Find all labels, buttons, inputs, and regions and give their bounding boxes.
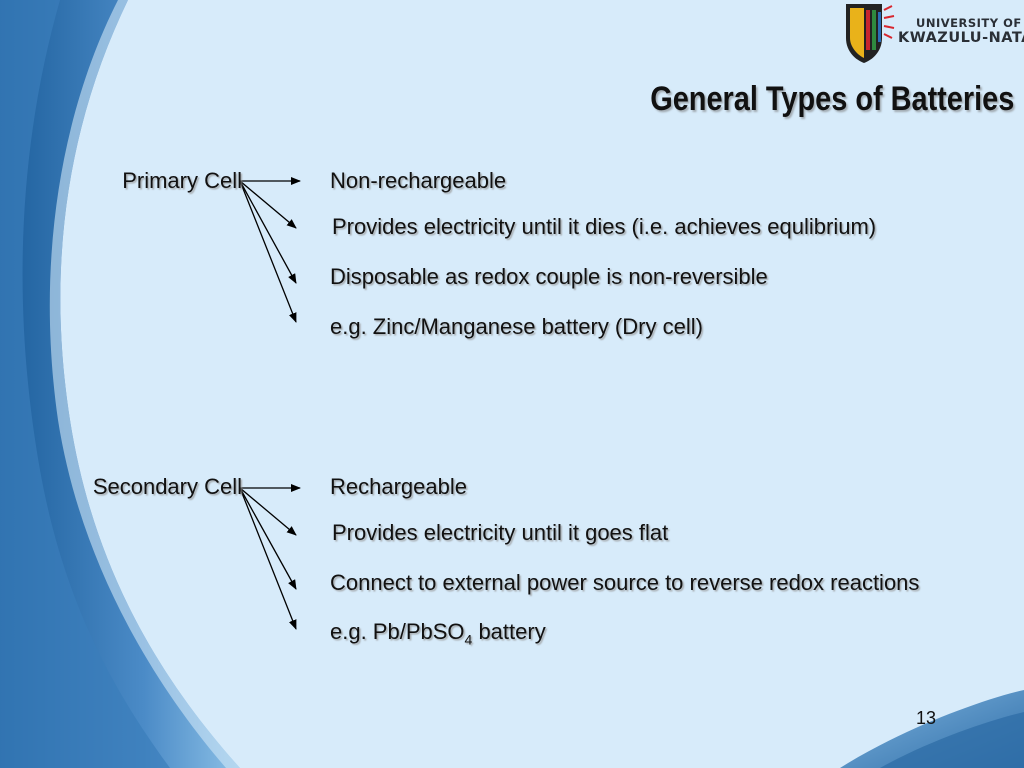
secondary-cell-label: Secondary Cell <box>92 474 242 499</box>
logo-line-2: KWAZULU-NATAL <box>898 30 1024 46</box>
secondary-example-suffix: battery <box>472 619 546 644</box>
university-logo: UNIVERSITY OF KWAZULU-NATAL <box>832 0 1024 64</box>
shield-logo-icon <box>846 4 895 63</box>
secondary-point-2: Provides electricity until it goes flat <box>332 520 669 545</box>
page-number: 13 <box>915 708 936 728</box>
secondary-point-1: Rechargeable <box>330 474 467 499</box>
primary-point-2: Provides electricity until it dies (i.e.… <box>332 214 877 239</box>
primary-point-1: Non-rechargeable <box>330 168 507 193</box>
logo-line-1: UNIVERSITY OF <box>916 16 1022 30</box>
secondary-example-subscript: 4 <box>464 631 473 648</box>
secondary-point-4: e.g. Pb/PbSO4 battery <box>330 619 546 648</box>
primary-point-3: Disposable as redox couple is non-revers… <box>330 264 768 289</box>
slide-title: General Types of Batteries <box>649 80 1014 118</box>
primary-point-4: e.g. Zinc/Manganese battery (Dry cell) <box>330 314 703 339</box>
secondary-example-prefix: e.g. Pb/PbSO <box>330 619 465 644</box>
primary-cell-label: Primary Cell <box>122 168 242 193</box>
secondary-point-3: Connect to external power source to reve… <box>330 570 920 595</box>
